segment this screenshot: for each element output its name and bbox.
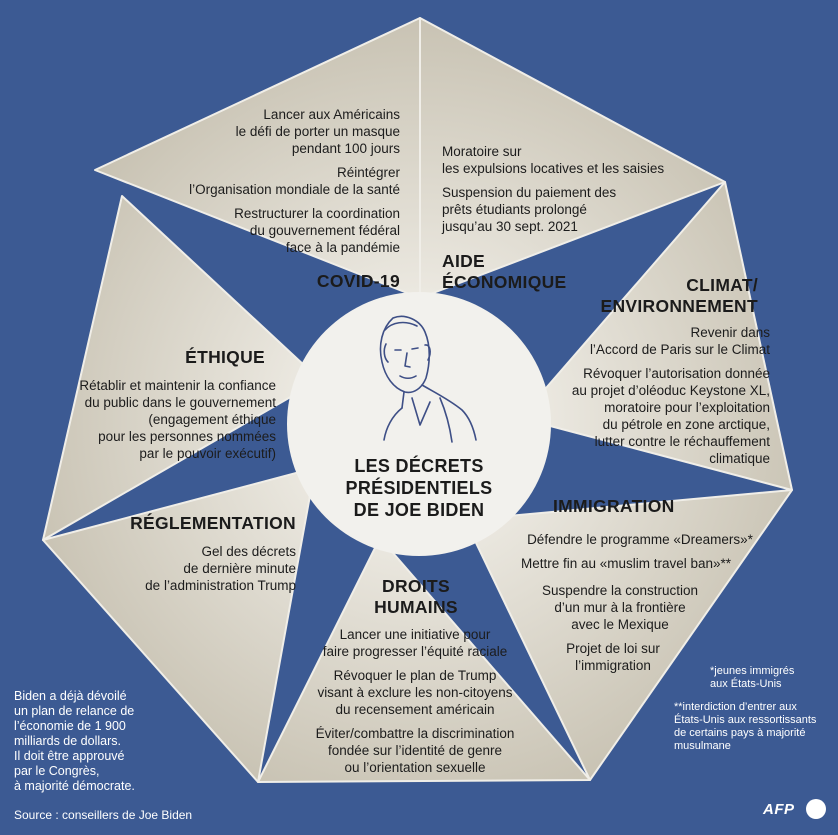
droits-item-3: Éviter/combattre la discrimination fondé… bbox=[315, 726, 515, 775]
economie-items: Moratoire sur les expulsions locatives e… bbox=[442, 143, 702, 242]
ethique-items: Rétablir et maintenir la confiance du pu… bbox=[40, 377, 276, 469]
climat-item-1: Revenir dans l’Accord de Paris sur le Cl… bbox=[589, 325, 770, 357]
afp-logo: AFP bbox=[763, 801, 795, 818]
center-title: LES DÉCRETS PRÉSIDENTIELS DE JOE BIDEN bbox=[326, 455, 512, 521]
footnote-travel-ban: **interdiction d’entrer aux États-Unis a… bbox=[674, 701, 817, 752]
petal-immigration bbox=[464, 489, 793, 781]
ethique-item-1: Rétablir et maintenir la confiance du pu… bbox=[79, 378, 276, 461]
covid-item-3: Restructurer la coordination du gouverne… bbox=[234, 206, 400, 255]
center-title-line: LES DÉCRETS bbox=[354, 456, 484, 476]
droits-item-2: Révoquer le plan de Trump visant à exclu… bbox=[317, 668, 513, 717]
immigration-title: IMMIGRATION bbox=[553, 496, 675, 516]
biden-portrait-icon bbox=[379, 315, 477, 443]
reglementation-items: Gel des décrets de dernière minute de l’… bbox=[96, 543, 296, 601]
petal-droits bbox=[257, 537, 591, 783]
covid-item-2: Réintégrer l’Organisation mondiale de la… bbox=[189, 165, 400, 197]
climat-item-2: Révoquer l’autorisation donnée au projet… bbox=[571, 366, 770, 466]
ethique-title: ÉTHIQUE bbox=[185, 347, 265, 367]
droits-title: DROITS HUMAINS bbox=[374, 576, 458, 617]
petal-reglementation bbox=[42, 467, 316, 783]
center-title-line: DE JOE BIDEN bbox=[353, 500, 485, 520]
reglementation-item-1: Gel des décrets de dernière minute de l’… bbox=[145, 544, 296, 593]
stimulus-note: Biden a déjà dévoilé un plan de relance … bbox=[14, 689, 135, 793]
source-credit: Source : conseillers de Joe Biden bbox=[14, 808, 193, 822]
immigration-item-1: Défendre le programme «Dreamers»* bbox=[527, 532, 753, 547]
economie-item-2: Suspension du paiement des prêts étudian… bbox=[442, 185, 617, 234]
economie-title: AIDE ÉCONOMIQUE bbox=[442, 251, 567, 292]
footnote-dreamers: *jeunes immigrés aux États-Unis bbox=[710, 665, 795, 690]
climat-items: Revenir dans l’Accord de Paris sur le Cl… bbox=[530, 324, 770, 474]
covid-title: COVID-19 bbox=[316, 271, 400, 291]
covid-item-1: Lancer aux Américains le défi de porter … bbox=[235, 107, 400, 156]
covid-items: Lancer aux Américains le défi de porter … bbox=[150, 106, 400, 263]
afp-logo-dot-icon bbox=[806, 799, 826, 819]
immigration-item-2: Mettre fin au «muslim travel ban»** bbox=[520, 556, 732, 571]
immigration-item-3: Suspendre la construction d’un mur à la … bbox=[541, 583, 699, 632]
immigration-items-lower: Suspendre la construction d’un mur à la … bbox=[520, 582, 720, 681]
immigration-item-4: Projet de loi sur l’immigration bbox=[566, 641, 660, 673]
droits-item-1: Lancer une initiative pour faire progres… bbox=[322, 627, 508, 659]
center-title-line: PRÉSIDENTIELS bbox=[345, 478, 493, 498]
petal-climat bbox=[519, 181, 793, 491]
climat-title: CLIMAT/ ENVIRONNEMENT bbox=[600, 275, 758, 316]
immigration-items: Défendre le programme «Dreamers»* Mettre… bbox=[495, 531, 775, 579]
reglementation-title: RÉGLEMENTATION bbox=[130, 513, 296, 533]
economie-item-1: Moratoire sur les expulsions locatives e… bbox=[442, 144, 665, 176]
petal-ethique bbox=[42, 195, 321, 541]
droits-items: Lancer une initiative pour faire progres… bbox=[290, 626, 540, 783]
petal-economie bbox=[419, 17, 726, 299]
